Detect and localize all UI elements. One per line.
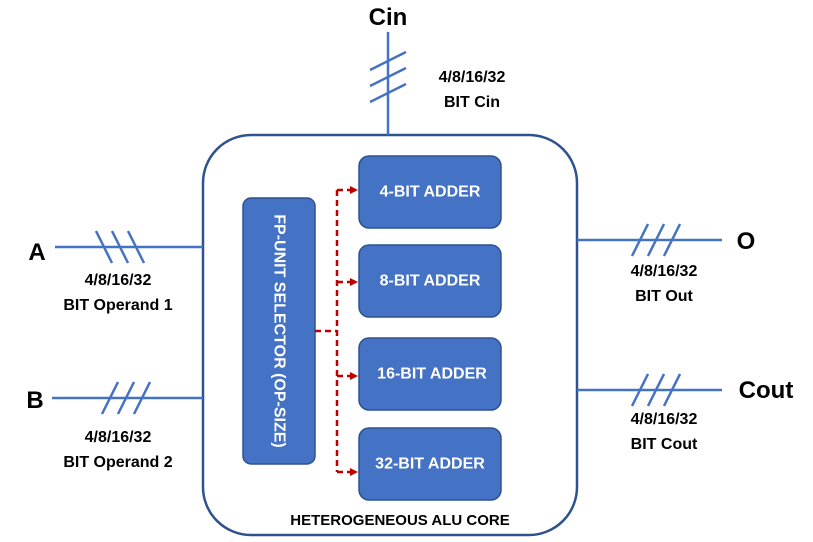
alu-core-label: HETEROGENEOUS ALU CORE (290, 512, 509, 529)
a-width-label: 4/8/16/32 (85, 272, 152, 289)
cout-port: Cout 4/8/16/32 BIT Cout (577, 373, 794, 453)
adder-4bit-box (358, 155, 502, 229)
a-desc-label: BIT Operand 1 (63, 297, 172, 314)
o-bus-slashes (630, 223, 682, 257)
adder-16bit-box (358, 337, 502, 411)
o-label: O (737, 228, 756, 255)
adder-32bit-box (358, 427, 502, 501)
b-label: B (26, 387, 43, 414)
o-desc-label: BIT Out (635, 288, 693, 305)
adder-8bit-label: 8-BIT ADDER (380, 273, 481, 290)
cin-port: Cin 4/8/16/32 BIT Cin (369, 4, 506, 135)
o-port: O 4/8/16/32 BIT Out (577, 223, 756, 305)
b-desc-label: BIT Operand 2 (63, 454, 172, 471)
adder-4bit-label: 4-BIT ADDER (380, 184, 481, 201)
cout-label: Cout (739, 377, 794, 404)
selector-routing (315, 186, 358, 476)
b-bus-slashes (100, 381, 152, 415)
b-port: B 4/8/16/32 BIT Operand 2 (26, 381, 203, 471)
cin-label: Cin (369, 4, 408, 31)
cin-bus-slashes (369, 50, 407, 104)
cin-desc-label: BIT Cin (444, 94, 500, 111)
selector-label: FP-UNIT SELECTOR (OP-SIZE) (271, 214, 288, 447)
selector-block: FP-UNIT SELECTOR (OP-SIZE) (242, 197, 316, 465)
adder-8bit: 8-BIT ADDER (358, 244, 502, 318)
a-port: A 4/8/16/32 BIT Operand 1 (28, 230, 203, 314)
cout-bus-slashes (630, 373, 682, 407)
adder-32bit: 32-BIT ADDER (358, 427, 502, 501)
adder-8bit-box (358, 244, 502, 318)
cin-width-label: 4/8/16/32 (439, 69, 506, 86)
b-width-label: 4/8/16/32 (85, 429, 152, 446)
a-bus-slashes (94, 230, 146, 264)
cout-width-label: 4/8/16/32 (631, 411, 698, 428)
adder-16bit: 16-BIT ADDER (358, 337, 502, 411)
o-width-label: 4/8/16/32 (631, 263, 698, 280)
a-label: A (28, 239, 45, 266)
adder-32bit-label: 32-BIT ADDER (375, 456, 485, 473)
adder-4bit: 4-BIT ADDER (358, 155, 502, 229)
cout-desc-label: BIT Cout (631, 436, 698, 453)
adder-16bit-label: 16-BIT ADDER (377, 366, 487, 383)
